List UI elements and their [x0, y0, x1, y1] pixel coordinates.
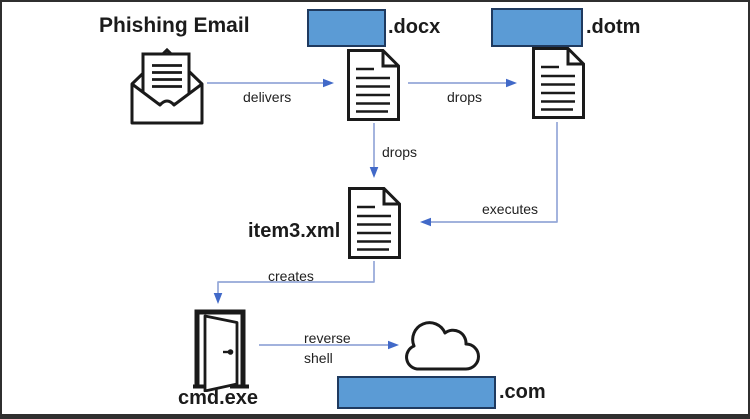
document-icon-item3-xml [348, 187, 401, 259]
node-label-phishing-email: Phishing Email [99, 14, 250, 37]
edge-label-reverse-line1: reverse [304, 330, 351, 346]
edge-label-reverse-line2: shell [304, 350, 333, 366]
envelope-icon [130, 47, 204, 125]
edge-label-drops-vertical: drops [382, 144, 418, 160]
door-icon [193, 309, 249, 392]
node-label-docx: .docx [388, 16, 441, 38]
arrow-drops-vertical [369, 123, 379, 178]
edge-label-creates: creates [268, 268, 314, 284]
edge-label-reverse-shell: reverse shell [304, 328, 351, 368]
edge-label-delivers: delivers [243, 89, 292, 105]
edge-label-executes: executes [482, 201, 539, 217]
node-label-dotm: .dotm [586, 16, 641, 38]
redacted-box-docx [307, 9, 386, 47]
redacted-box-dotm [491, 8, 583, 47]
node-label-domain: .com [499, 381, 546, 403]
node-label-item3-xml: item3.xml [248, 220, 341, 242]
document-icon-docx [347, 49, 400, 121]
redacted-box-domain [337, 376, 496, 409]
document-icon-dotm [532, 47, 585, 119]
edge-label-drops-horizontal: drops [447, 89, 483, 105]
node-label-cmd-exe: cmd.exe [178, 387, 259, 409]
arrow-drops-horizontal [408, 78, 517, 88]
cloud-icon [405, 321, 480, 371]
arrow-delivers [207, 78, 334, 88]
